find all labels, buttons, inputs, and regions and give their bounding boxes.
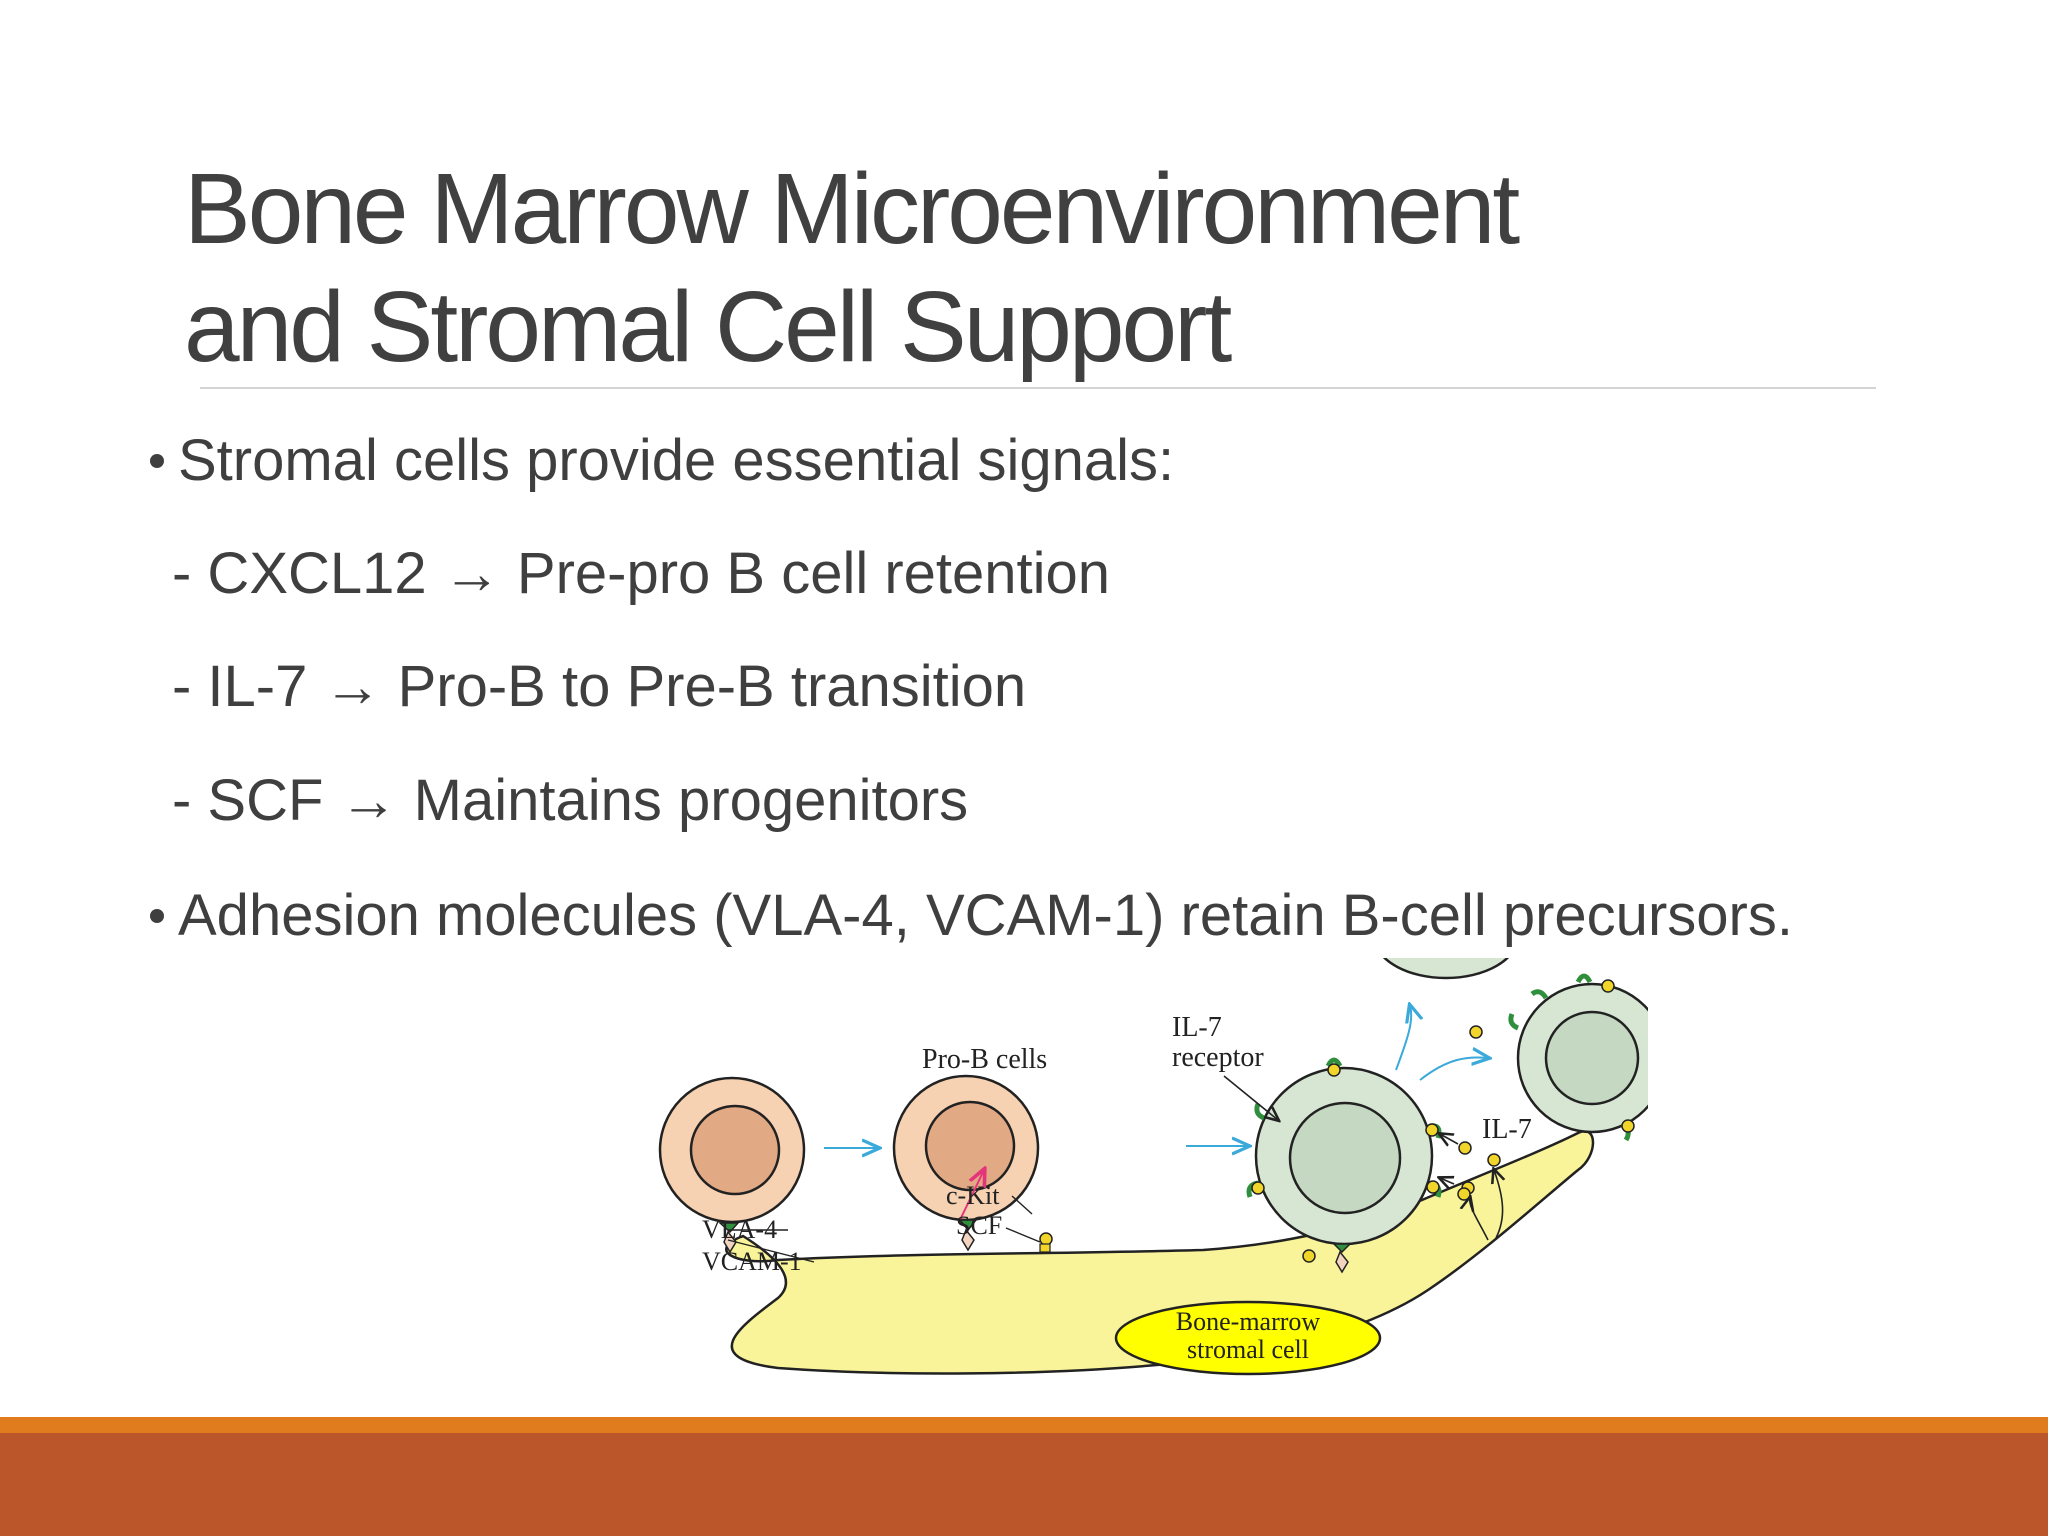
label-ckit: c-Kit xyxy=(946,1181,1000,1210)
il7-dot xyxy=(1457,1187,1471,1201)
label-scf: SCF xyxy=(956,1211,1002,1240)
scf-pointer-line xyxy=(1005,1227,1041,1243)
il7-dot xyxy=(1458,1141,1472,1155)
scf-dot xyxy=(1039,1232,1053,1246)
pro-b-cell-1 xyxy=(658,1076,806,1254)
title-divider xyxy=(200,387,1876,389)
il7-secretion-arrow xyxy=(1494,1170,1503,1239)
receptor-pointer-arrow xyxy=(1223,1075,1278,1120)
bullet-dot-icon xyxy=(150,453,164,468)
stromal-cell-body xyxy=(725,1129,1595,1375)
sub-item-il7: - IL-7 → Pro-B to Pre-B transition xyxy=(172,652,1026,722)
ckit-signal-arrow xyxy=(959,1170,984,1221)
slide-title-line-2: and Stromal Cell Support xyxy=(184,271,1232,383)
label-il7-receptor-line-1: IL-7 xyxy=(1172,1012,1222,1043)
diagram-svg: Bone-marrow stromal cell xyxy=(658,958,1648,1376)
label-il7-receptor-line-2: receptor xyxy=(1172,1042,1264,1073)
pre-b-cell-daughter-right xyxy=(1469,973,1648,1142)
label-il7: IL-7 xyxy=(1482,1114,1532,1145)
arrow-left-icon xyxy=(1440,1134,1459,1144)
pre-b-cell-daughter-top xyxy=(1382,958,1510,980)
arrow-left-icon xyxy=(1440,1178,1455,1184)
stromal-cell-diagram: Bone-marrow stromal cell xyxy=(588,958,1648,1418)
arrow-right-icon xyxy=(1419,1057,1488,1081)
sub-item-text: - SCF → Maintains progenitors xyxy=(172,768,969,833)
footer-accent-stripe xyxy=(0,1417,2048,1433)
ckit-pointer-line xyxy=(1011,1195,1033,1215)
pro-b-cell-2 xyxy=(892,1074,1053,1253)
label-vcam1: VCAM-1 xyxy=(702,1247,802,1276)
bullet-item-1: Stromal cells provide essential signals: xyxy=(150,426,1174,496)
slide-title: Bone Marrow Microenvironment and Stromal… xyxy=(184,150,1884,386)
stromal-label-ellipse xyxy=(1114,1300,1382,1376)
bullet-item-2: Adhesion molecules (VLA-4, VCAM-1) retai… xyxy=(150,881,1793,951)
il7-secretion-arrow xyxy=(1470,1198,1489,1241)
sub-item-scf: - SCF → Maintains progenitors xyxy=(172,766,968,836)
pre-b-cell xyxy=(1246,1057,1442,1274)
sub-item-text: - IL-7 → Pro-B to Pre-B transition xyxy=(172,654,1027,719)
bullet-text: Adhesion molecules (VLA-4, VCAM-1) retai… xyxy=(178,883,1793,948)
footer-band xyxy=(0,1433,2048,1536)
vcam1-pointer-line xyxy=(727,1239,815,1263)
bullet-dot-icon xyxy=(150,908,164,923)
stromal-label-line-1: Bone-marrow xyxy=(1176,1307,1321,1336)
bullet-text: Stromal cells provide essential signals: xyxy=(178,428,1175,493)
sub-item-text: - CXCL12 → Pre-pro B cell retention xyxy=(172,541,1111,606)
sub-item-cxcl12: - CXCL12 → Pre-pro B cell retention xyxy=(172,539,1110,609)
slide-title-line-1: Bone Marrow Microenvironment xyxy=(184,153,1520,265)
stromal-label-line-2: stromal cell xyxy=(1187,1335,1309,1364)
arrow-up-icon xyxy=(1395,1006,1411,1071)
label-pro-b-cells: Pro-B cells xyxy=(922,1044,1047,1075)
il7-dot xyxy=(1487,1153,1501,1167)
